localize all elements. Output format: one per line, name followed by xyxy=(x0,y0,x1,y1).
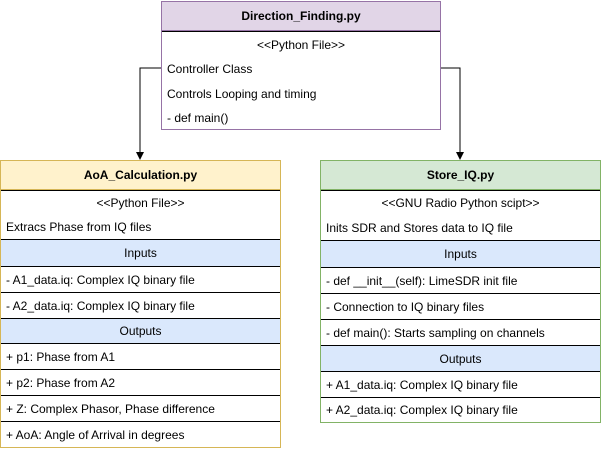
store-description: Inits SDR and Stores data to IQ file xyxy=(326,220,513,235)
store-input-item: - Connection to IQ binary files xyxy=(321,293,600,319)
aoa-output-item: + p2: Phase from A2 xyxy=(1,369,280,395)
direction-finding-stereotype: <<Python File>> xyxy=(162,31,440,57)
store-output-item: + A1_data.iq: Complex IQ binary file xyxy=(321,371,600,397)
aoa-output-item: + p1: Phase from A1 xyxy=(1,343,280,369)
store-inputs-header: Inputs xyxy=(321,240,600,267)
store-stereotype: <<GNU Radio Python scipt>> xyxy=(321,190,600,215)
direction-finding-row: - def main() xyxy=(167,110,229,125)
direction-finding-class[interactable]: Direction_Finding.py <<Python File>> Con… xyxy=(161,1,441,130)
store-input-item: - def __init__(self): LimeSDR init file xyxy=(321,267,600,293)
store-title: Store_IQ.py xyxy=(321,161,600,190)
store-input-item: - def main(): Starts sampling on channel… xyxy=(321,319,600,345)
direction-finding-title: Direction_Finding.py xyxy=(162,2,440,31)
aoa-outputs-header: Outputs xyxy=(1,318,280,343)
aoa-calculation-class[interactable]: AoA_Calculation.py <<Python File>> Extra… xyxy=(0,160,281,448)
connector-to-store xyxy=(441,67,461,152)
direction-finding-row: Controller Class xyxy=(167,62,253,76)
aoa-input-item: - A1_data.iq: Complex IQ binary file xyxy=(1,266,280,292)
arrowhead-aoa xyxy=(136,152,144,160)
aoa-description: Extracs Phase from IQ files xyxy=(6,220,152,234)
direction-finding-row: Controls Looping and timing xyxy=(167,86,317,101)
aoa-output-item: + AoA: Angle of Arrival in degrees xyxy=(1,421,280,447)
aoa-title: AoA_Calculation.py xyxy=(1,161,280,190)
aoa-input-item: - A2_data.iq: Complex IQ binary file xyxy=(1,292,280,318)
arrowhead-store xyxy=(456,152,464,160)
aoa-stereotype: <<Python File>> xyxy=(1,190,280,215)
aoa-output-item: + Z: Complex Phasor, Phase difference xyxy=(1,395,280,421)
connector-to-aoa xyxy=(139,67,161,152)
store-outputs-header: Outputs xyxy=(321,345,600,371)
store-iq-class[interactable]: Store_IQ.py <<GNU Radio Python scipt>> I… xyxy=(320,160,601,423)
store-output-item: + A2_data.iq: Complex IQ binary file xyxy=(321,397,600,422)
aoa-inputs-header: Inputs xyxy=(1,239,280,266)
